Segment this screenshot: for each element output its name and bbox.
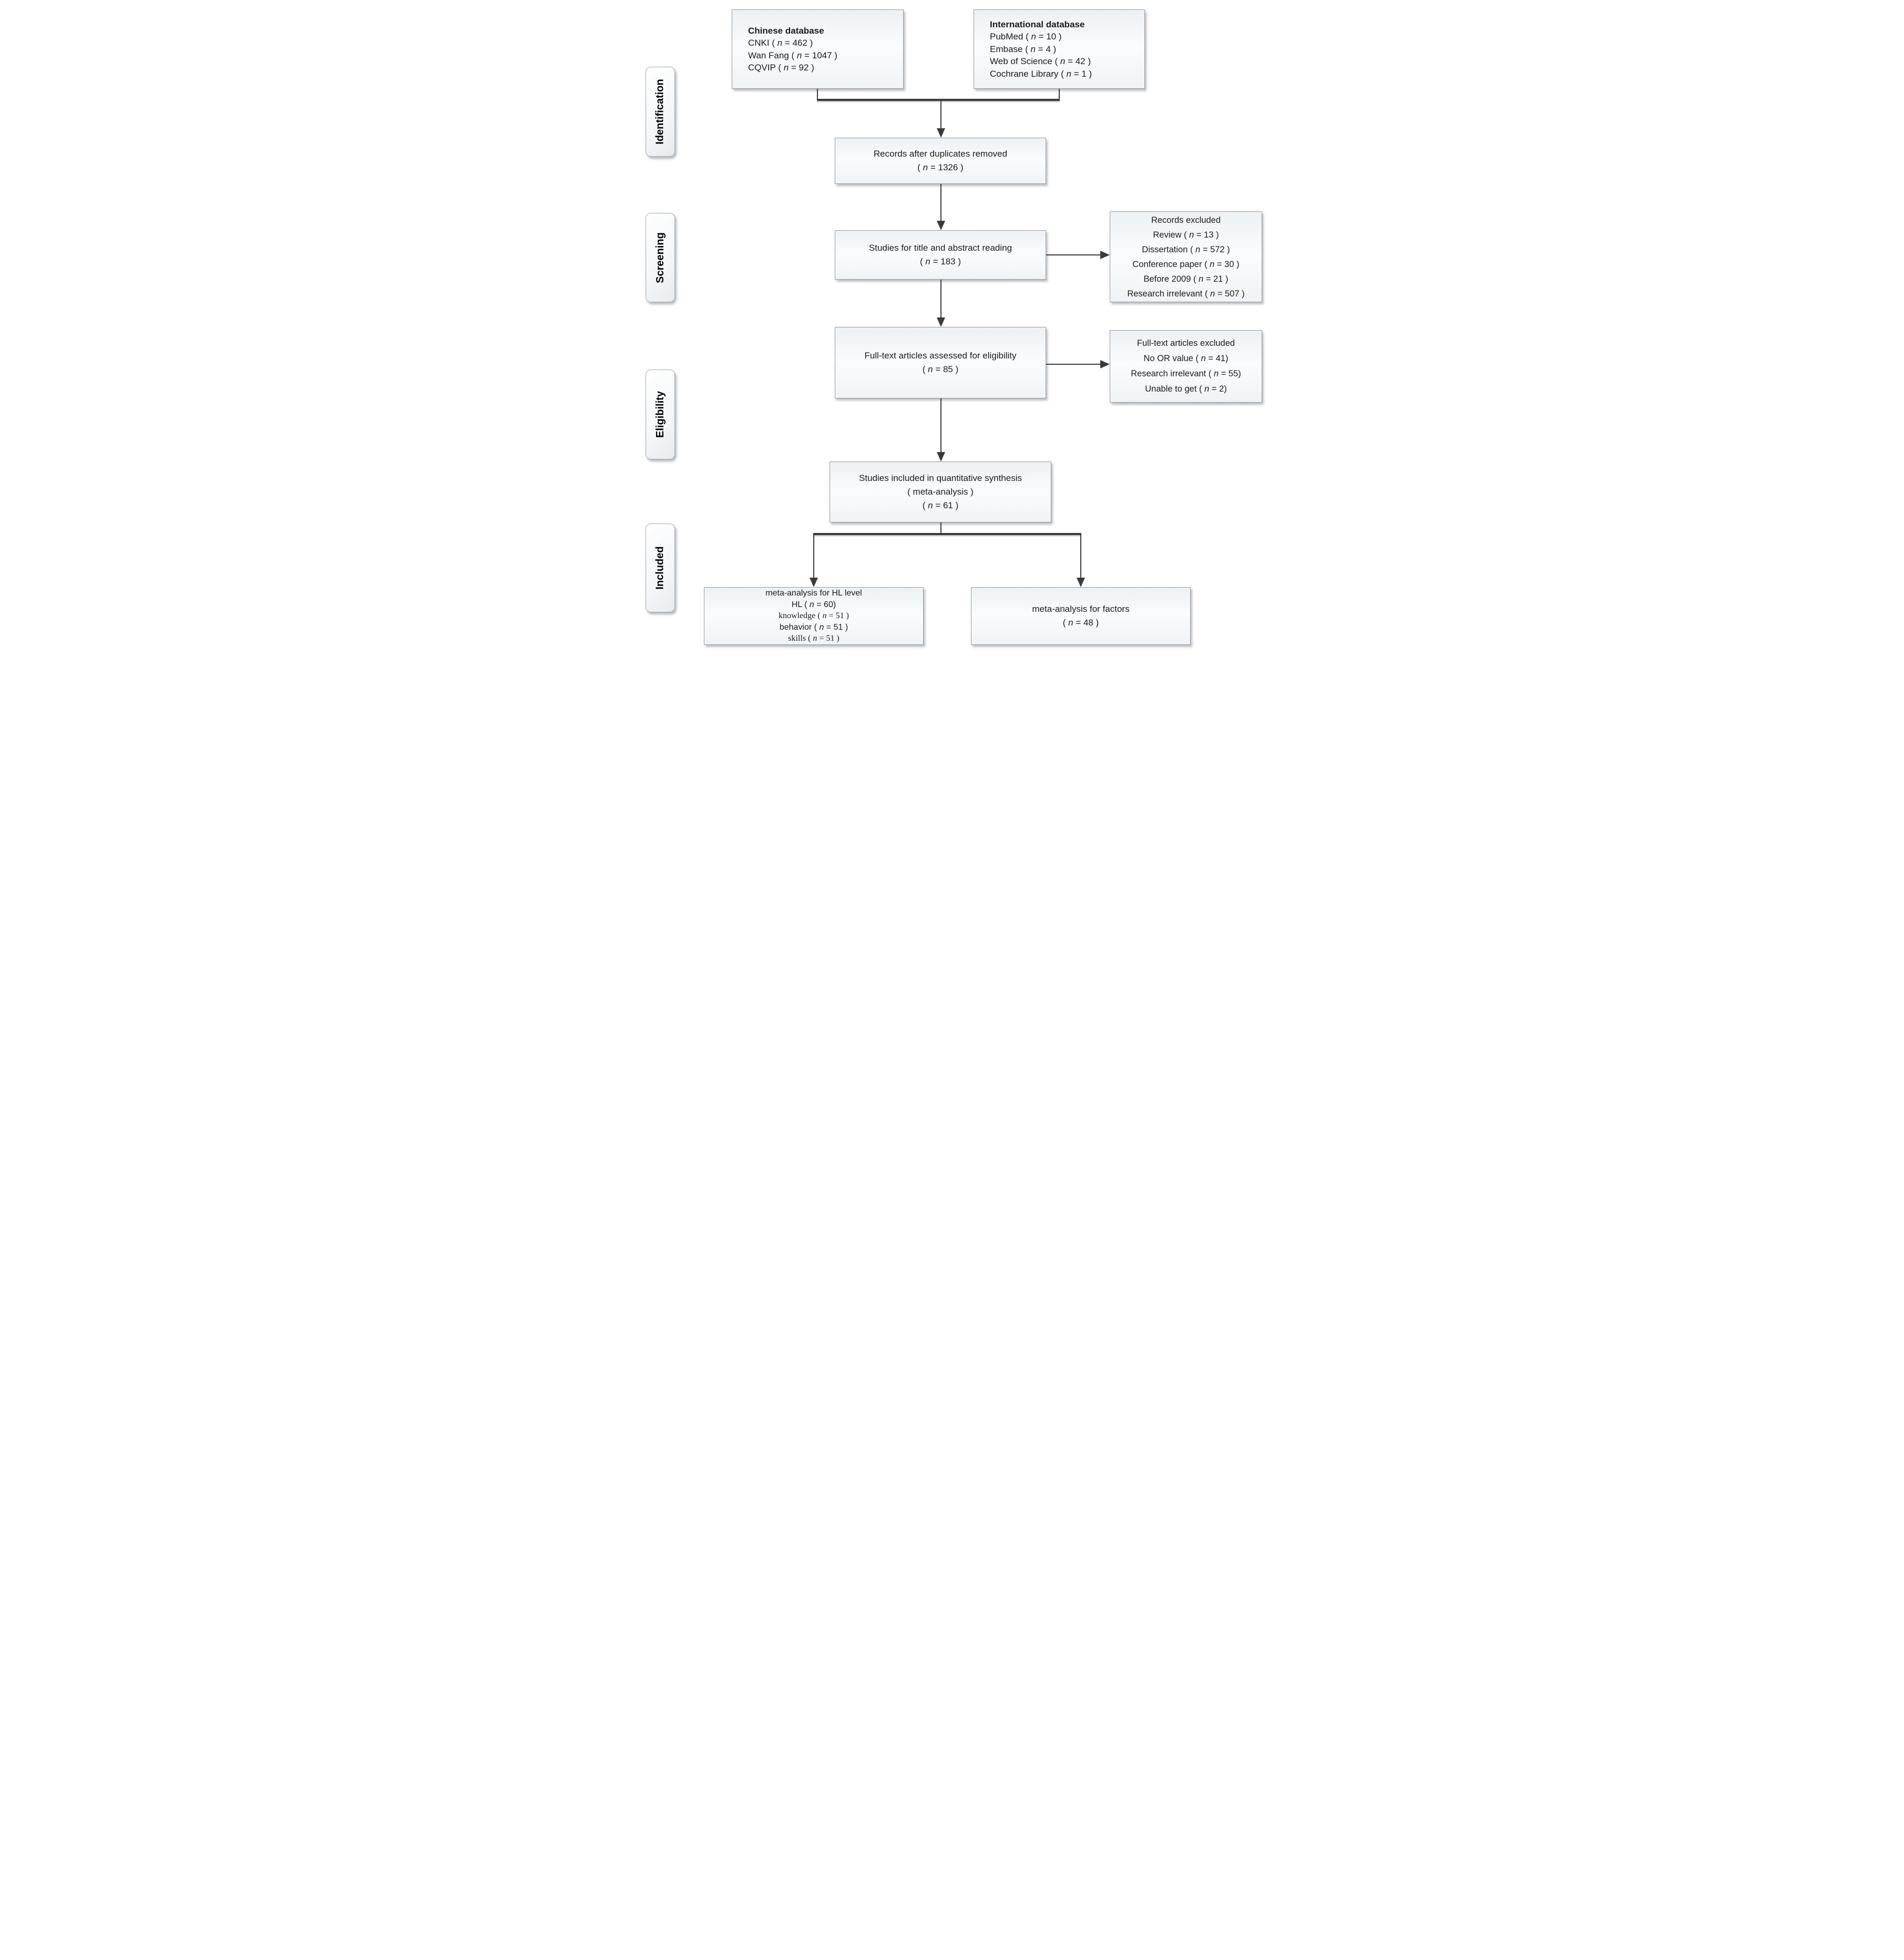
- prisma-flow-diagram: Identification Screening Eligibility Inc…: [637, 0, 1267, 650]
- stage-eligibility-label: Eligibility: [654, 391, 666, 438]
- arrow-to-duplicates-head: [937, 128, 945, 138]
- connector-junction-horizontal: [817, 99, 1060, 101]
- stage-eligibility: Eligibility: [646, 370, 675, 459]
- fulltext-assessed-text: Full-text articles assessed for eligibil…: [864, 351, 1017, 361]
- arrow-to-meta-hl-line: [813, 534, 814, 579]
- meta-factors-text: meta-analysis for factors: [1032, 604, 1130, 614]
- arrow-to-records-excluded-line: [1046, 254, 1102, 255]
- arrow-to-fulltext-excluded-line: [1046, 364, 1102, 365]
- stage-screening: Screening: [646, 213, 675, 302]
- meta-hl-behavior: behavior ( n = 51 ): [779, 622, 848, 632]
- arrow-to-meta-factors-head: [1077, 578, 1085, 587]
- arrow-to-eligibility-line: [940, 280, 941, 320]
- fulltext-excluded-title: Full-text articles excluded: [1137, 338, 1235, 348]
- connector-split-horizontal: [813, 533, 1081, 535]
- records-excluded-before2009: Before 2009 ( n = 21 ): [1143, 274, 1229, 284]
- arrow-to-fulltext-excluded-head: [1100, 360, 1110, 368]
- meta-hl-skills: skills ( n = 51 ): [788, 634, 840, 643]
- records-excluded-conference: Conference paper ( n = 30 ): [1132, 259, 1240, 269]
- box-fulltext-excluded: Full-text articles excluded No OR value …: [1110, 330, 1262, 403]
- arrow-to-included-line: [940, 398, 941, 453]
- records-excluded-title: Records excluded: [1151, 215, 1221, 225]
- box-international-database: International database PubMed ( n = 10 )…: [974, 9, 1145, 89]
- box-included-synthesis: Studies included in quantitative synthes…: [830, 461, 1051, 522]
- fulltext-assessed-count: ( n = 85 ): [922, 364, 959, 374]
- included-synthesis-count: ( n = 61 ): [922, 500, 959, 510]
- duplicates-removed-text: Records after duplicates removed: [873, 149, 1008, 159]
- box-meta-hl-level: meta-analysis for HL level HL ( n = 60) …: [704, 587, 924, 645]
- box-meta-factors: meta-analysis for factors ( n = 48 ): [971, 587, 1191, 645]
- arrow-to-eligibility-head: [937, 317, 945, 327]
- title-abstract-count: ( n = 183 ): [920, 256, 961, 266]
- records-excluded-irrelevant: Research irrelevant ( n = 507 ): [1127, 289, 1245, 299]
- chinese-database-cnki: CNKI ( n = 462 ): [748, 38, 813, 48]
- chinese-database-cqvip: CQVIP ( n = 92 ): [748, 63, 814, 73]
- arrow-to-meta-factors-line: [1080, 534, 1081, 579]
- arrow-to-records-excluded-head: [1100, 251, 1110, 259]
- box-records-excluded: Records excluded Review ( n = 13 ) Disse…: [1110, 211, 1262, 302]
- box-duplicates-removed: Records after duplicates removed ( n = 1…: [835, 138, 1046, 184]
- arrow-to-meta-hl-head: [810, 578, 818, 587]
- international-database-cochrane: Cochrane Library ( n = 1 ): [990, 68, 1092, 79]
- stage-included: Included: [646, 524, 675, 612]
- international-database-wos: Web of Science ( n = 42 ): [990, 56, 1091, 67]
- stage-identification: Identification: [646, 67, 675, 157]
- title-abstract-text: Studies for title and abstract reading: [868, 243, 1012, 253]
- international-database-title: International database: [990, 19, 1085, 29]
- arrow-to-screening-head: [937, 221, 945, 230]
- records-excluded-review: Review ( n = 13 ): [1153, 230, 1219, 240]
- international-database-pubmed: PubMed ( n = 10 ): [990, 32, 1062, 42]
- meta-factors-count: ( n = 48 ): [1062, 618, 1099, 628]
- stage-screening-label: Screening: [654, 232, 666, 283]
- stage-identification-label: Identification: [654, 79, 666, 145]
- meta-hl-title: meta-analysis for HL level: [765, 589, 862, 598]
- fulltext-excluded-noor: No OR value ( n = 41): [1143, 354, 1229, 363]
- records-excluded-dissertation: Dissertation ( n = 572 ): [1142, 244, 1230, 254]
- included-synthesis-text: Studies included in quantitative synthes…: [859, 473, 1022, 483]
- box-fulltext-assessed: Full-text articles assessed for eligibil…: [835, 327, 1046, 398]
- duplicates-removed-count: ( n = 1326 ): [917, 162, 964, 172]
- box-title-abstract-reading: Studies for title and abstract reading (…: [835, 230, 1046, 280]
- connector-split-stub: [940, 522, 941, 534]
- included-synthesis-meta: ( meta-analysis ): [907, 487, 974, 497]
- meta-hl-knowledge: knowledge ( n = 51 ): [779, 611, 849, 621]
- connector-chinese-stub: [817, 89, 818, 100]
- connector-international-stub: [1059, 89, 1060, 100]
- arrow-to-screening-line: [940, 184, 941, 223]
- arrow-to-duplicates-line: [940, 100, 941, 130]
- arrow-to-included-head: [937, 452, 945, 461]
- fulltext-excluded-irrelevant: Research irrelevant ( n = 55): [1131, 369, 1241, 378]
- fulltext-excluded-unable: Unable to get ( n = 2): [1145, 384, 1227, 394]
- international-database-embase: Embase ( n = 4 ): [990, 44, 1057, 54]
- stage-included-label: Included: [654, 546, 666, 590]
- meta-hl-hl: HL ( n = 60): [791, 600, 836, 609]
- box-chinese-database: Chinese database CNKI ( n = 462 ) Wan Fa…: [732, 9, 904, 89]
- chinese-database-wanfang: Wan Fang ( n = 1047 ): [748, 50, 837, 60]
- chinese-database-title: Chinese database: [748, 25, 824, 36]
